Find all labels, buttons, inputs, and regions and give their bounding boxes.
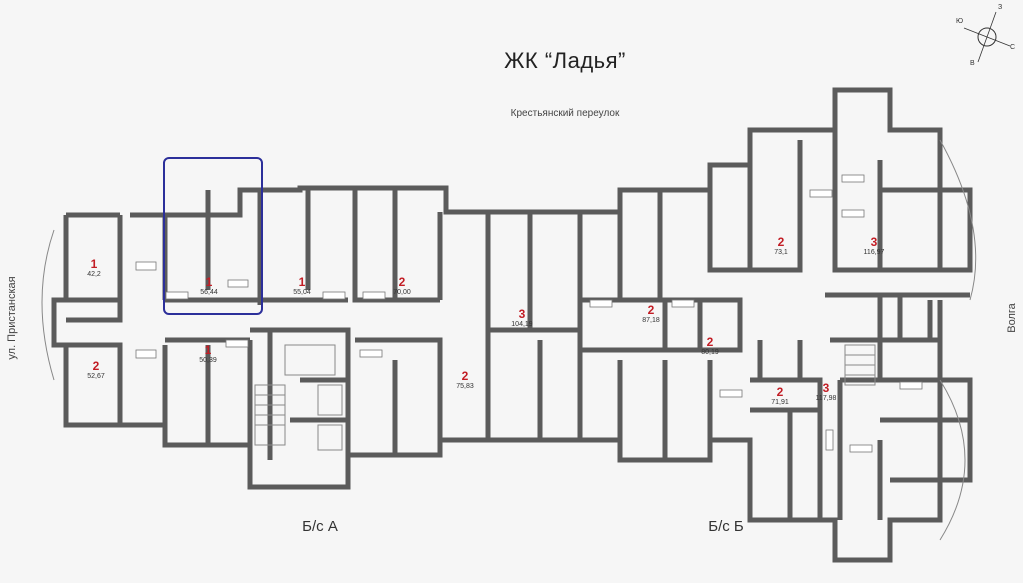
apartment-rooms: 1 <box>204 343 212 357</box>
apartment-rooms: 3 <box>870 235 878 249</box>
apartment-area: 117,98 <box>815 394 837 402</box>
apartment-area: 104,19 <box>511 320 533 328</box>
apartment-rooms: 2 <box>777 235 785 249</box>
apartment-label[interactable]: 3 104,19 <box>500 308 544 328</box>
apartment-area: 73,1 <box>774 248 788 256</box>
apartment-label[interactable]: 2 52,67 <box>74 360 118 380</box>
compass-east: С <box>1010 44 1016 51</box>
apartment-label[interactable]: 2 75,83 <box>443 370 487 390</box>
street-label-top: Крестьянский переулок <box>510 108 620 119</box>
apartment-label[interactable]: 3 116,97 <box>852 236 896 256</box>
apartment-label[interactable]: 1 50,39 <box>186 344 230 364</box>
apartment-area: 87,18 <box>642 316 660 324</box>
apartment-area: 75,83 <box>456 382 474 390</box>
apartment-area: 80,19 <box>701 348 719 356</box>
apartment-area: 56,44 <box>200 288 218 296</box>
apartment-area: 71,91 <box>771 398 789 406</box>
compass-west: Ю <box>956 18 964 25</box>
apartment-label[interactable]: 2 80,19 <box>688 336 732 356</box>
apartment-area: 55,04 <box>293 288 311 296</box>
apartment-label[interactable]: 2 70,00 <box>380 276 424 296</box>
apartment-rooms: 2 <box>398 275 406 289</box>
compass-north: З <box>998 4 1003 11</box>
apartment-label[interactable]: 1 55,04 <box>280 276 324 296</box>
apartment-area: 50,39 <box>199 356 217 364</box>
compass-south: В <box>970 60 975 67</box>
apartment-area: 70,00 <box>393 288 411 296</box>
apartment-label[interactable]: 2 87,18 <box>629 304 673 324</box>
apartment-rooms: 2 <box>461 369 469 383</box>
compass-icon: З Ю С В <box>954 4 1020 70</box>
apartment-rooms: 1 <box>205 275 213 289</box>
selected-apartment-highlight[interactable] <box>163 157 263 315</box>
apartment-rooms: 2 <box>647 303 655 317</box>
apartment-rooms: 3 <box>518 307 526 321</box>
section-label-a: Б/с А <box>302 518 338 535</box>
apartment-rooms: 2 <box>706 335 714 349</box>
apartment-label[interactable]: 2 71,91 <box>758 386 802 406</box>
apartment-rooms: 3 <box>822 381 830 395</box>
apartment-label[interactable]: 2 73,1 <box>759 236 803 256</box>
apartment-rooms: 1 <box>90 257 98 271</box>
apartment-area: 52,67 <box>87 372 105 380</box>
apartment-rooms: 2 <box>776 385 784 399</box>
section-label-b: Б/с Б <box>708 518 744 535</box>
apartment-rooms: 1 <box>298 275 306 289</box>
apartment-rooms: 2 <box>92 359 100 373</box>
apartment-area: 42,2 <box>87 270 101 278</box>
apartment-label[interactable]: 1 42,2 <box>72 258 116 278</box>
apartment-label[interactable]: 1 56,44 <box>187 276 231 296</box>
plan-title: ЖК “Ладья” <box>504 48 626 73</box>
apartment-label[interactable]: 3 117,98 <box>804 382 848 402</box>
apartment-area: 116,97 <box>863 248 885 256</box>
